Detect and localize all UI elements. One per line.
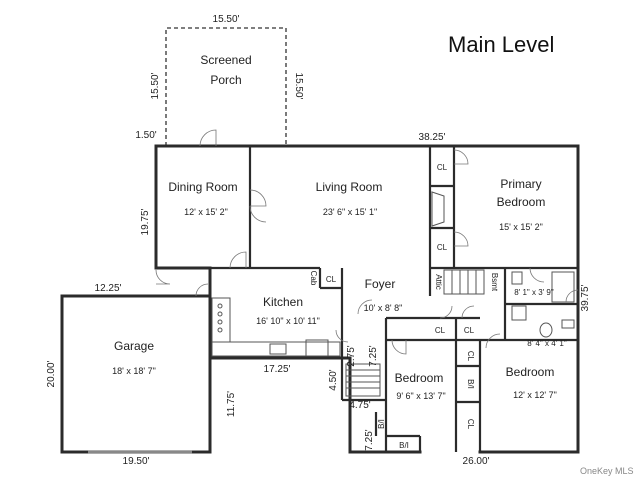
stairs-attic	[443, 269, 485, 295]
watermark: OneKey MLS	[580, 466, 634, 476]
bi-label-bottom: B/I	[399, 441, 409, 450]
dim-stair-a: 2.75'	[346, 345, 357, 366]
plan-title: Main Level	[448, 32, 554, 57]
bedroom-2-label: Bedroom	[506, 365, 555, 379]
kitchen-counter	[211, 297, 341, 357]
porch-label-2: Porch	[210, 73, 241, 87]
house-bottom-wall	[208, 356, 422, 454]
bath-1-size: 8' 1" x 3' 9"	[514, 288, 554, 297]
dim-stair-d: 4.75'	[349, 400, 370, 411]
fireplace	[431, 191, 445, 227]
dim-house-bottom: 26.00'	[463, 456, 490, 467]
dim-kitchen-bottom: 17.25'	[264, 364, 291, 375]
dim-stair-b: 7.25'	[368, 345, 379, 366]
bedroom-2-size: 12' x 12' 7"	[513, 390, 557, 400]
bath-fixtures	[511, 271, 575, 338]
dim-left-side: 19.75'	[140, 208, 151, 235]
primary-bedroom-label-1: Primary	[500, 177, 541, 191]
dim-porch-left: 15.50'	[150, 72, 161, 99]
garage-size: 18' x 18' 7"	[112, 366, 156, 376]
dim-house-top: 38.25'	[419, 132, 446, 143]
dim-garage-bottom: 19.50'	[123, 456, 150, 467]
living-room-size: 23' 6" x 15' 1"	[323, 207, 377, 217]
bi-label-closet: B/I	[466, 379, 475, 389]
house-left-wall	[154, 144, 212, 298]
attic-label: Attic	[434, 274, 443, 290]
dim-porch-offset: 1.50'	[135, 130, 156, 141]
dining-room-size: 12' x 15' 2"	[184, 207, 228, 217]
cl-label-bedroom-1: CL	[466, 351, 475, 362]
bedroom-1-label: Bedroom	[395, 371, 444, 385]
cl-label-hall-1: CL	[435, 326, 446, 335]
bi-label-side: B/I	[377, 419, 386, 429]
bedroom-1-size: 9' 6" x 13' 7"	[396, 391, 445, 401]
cl-label-primary-2: CL	[437, 243, 448, 252]
garage-label: Garage	[114, 339, 154, 353]
living-room-label: Living Room	[316, 180, 383, 194]
kitchen-size: 16' 10" x 10' 11"	[256, 316, 320, 326]
screened-porch-outline	[165, 27, 287, 146]
dim-bottom-left-step: 7.25'	[364, 429, 375, 450]
dim-stair-c: 4.50'	[328, 369, 339, 390]
primary-bedroom-size: 15' x 15' 2"	[499, 222, 543, 232]
dim-garage-left: 20.00'	[46, 360, 57, 387]
dim-porch-right: 15.50'	[293, 73, 304, 100]
porch-label-1: Screened	[200, 53, 251, 67]
primary-bedroom-label-2: Bedroom	[497, 195, 546, 209]
cl-label-foyer: CL	[326, 275, 337, 284]
cl-label-primary-1: CL	[437, 163, 448, 172]
door-swings	[155, 129, 579, 355]
foyer-size: 10' x 8' 8"	[364, 303, 403, 313]
kitchen-label: Kitchen	[263, 295, 303, 309]
dim-garage-top: 12.25'	[95, 283, 122, 294]
cl-label-bedroom-2: CL	[466, 419, 475, 430]
bsmt-label: Bsmt	[490, 273, 499, 292]
stairs-down	[345, 363, 381, 397]
dim-porch-top: 15.50'	[213, 14, 240, 25]
dining-room-label: Dining Room	[168, 180, 237, 194]
bath-2-size: 8' 4" x 4' 1"	[527, 339, 567, 348]
house-outer-wall	[154, 144, 580, 454]
foyer-label: Foyer	[365, 277, 396, 291]
cl-label-hall-2: CL	[464, 326, 475, 335]
dim-hall-vertical: 11.75'	[226, 391, 237, 417]
dim-right-side: 39.75'	[580, 284, 591, 311]
cab-label: Cab	[309, 271, 318, 286]
